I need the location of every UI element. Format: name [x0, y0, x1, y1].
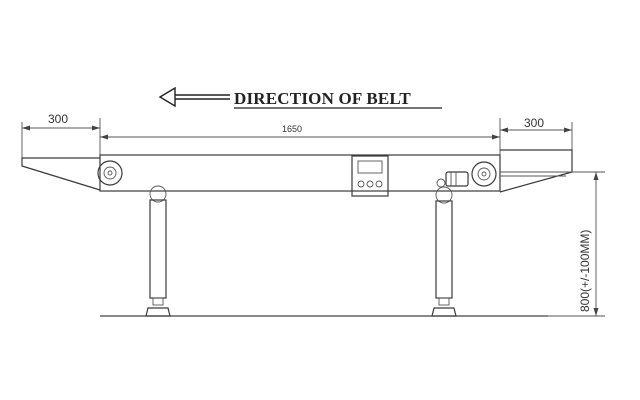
- dim-right-label: 300: [524, 116, 544, 130]
- control-box: [351, 155, 389, 197]
- dim-height: [548, 171, 605, 317]
- dim-left-label: 300: [48, 112, 68, 126]
- drive-motor: [436, 171, 469, 188]
- dim-center-length: [100, 118, 501, 160]
- left-pulley: [97, 160, 123, 186]
- direction-arrow: [158, 86, 230, 108]
- dim-center-label: 1650: [282, 124, 302, 134]
- dim-height-label: 800(+/-100MM): [578, 230, 592, 312]
- right-pulley: [471, 161, 497, 187]
- right-leg: [431, 186, 457, 317]
- direction-title: DIRECTION OF BELT: [234, 89, 411, 108]
- left-leg: [145, 185, 171, 317]
